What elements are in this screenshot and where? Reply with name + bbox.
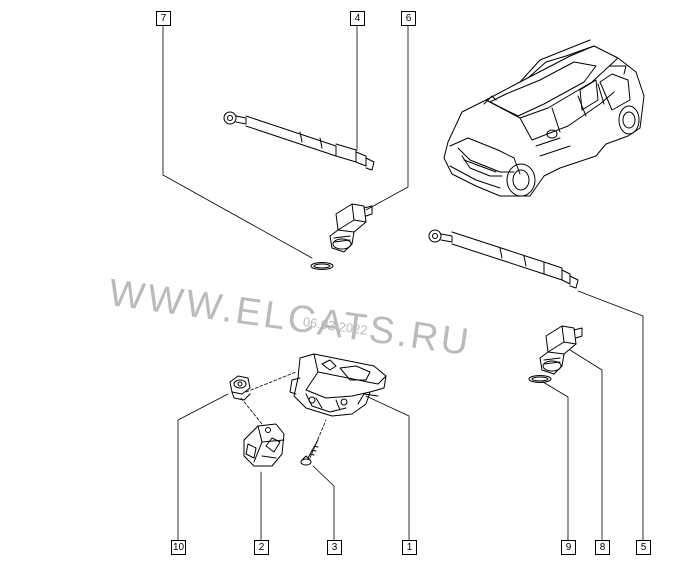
callout-3[interactable]: 3 [327, 540, 342, 555]
nut-10 [229, 375, 251, 401]
gas-strut-4 [223, 111, 375, 171]
leader-1 [365, 395, 410, 542]
switch-6 [329, 203, 373, 253]
gas-strut-5 [428, 229, 579, 289]
o-ring-7 [310, 262, 334, 270]
callout-4[interactable]: 4 [350, 11, 365, 26]
callout-8[interactable]: 8 [595, 540, 610, 555]
switch-8 [539, 325, 583, 375]
leader-6 [365, 23, 409, 211]
leader-10 [177, 393, 229, 542]
dashed-guide-screw [309, 419, 327, 459]
screw-3 [300, 439, 319, 466]
leader-7 [162, 23, 313, 259]
callout-1[interactable]: 1 [402, 540, 417, 555]
tailgate-lock-1 [289, 353, 387, 417]
leader-8 [569, 349, 603, 542]
callout-10[interactable]: 10 [171, 540, 186, 555]
striker-2 [243, 423, 285, 467]
car-illustration [443, 39, 645, 197]
callout-2[interactable]: 2 [254, 540, 269, 555]
dashed-guide-bracket [240, 371, 297, 425]
callout-7[interactable]: 7 [156, 11, 171, 26]
leader-5 [577, 290, 644, 542]
callout-6[interactable]: 6 [401, 11, 416, 26]
leader-9 [542, 381, 569, 542]
callout-9[interactable]: 9 [561, 540, 576, 555]
o-ring-9 [528, 375, 552, 383]
leader-3 [312, 465, 335, 542]
callout-5[interactable]: 5 [636, 540, 651, 555]
leader-lines [162, 23, 644, 542]
